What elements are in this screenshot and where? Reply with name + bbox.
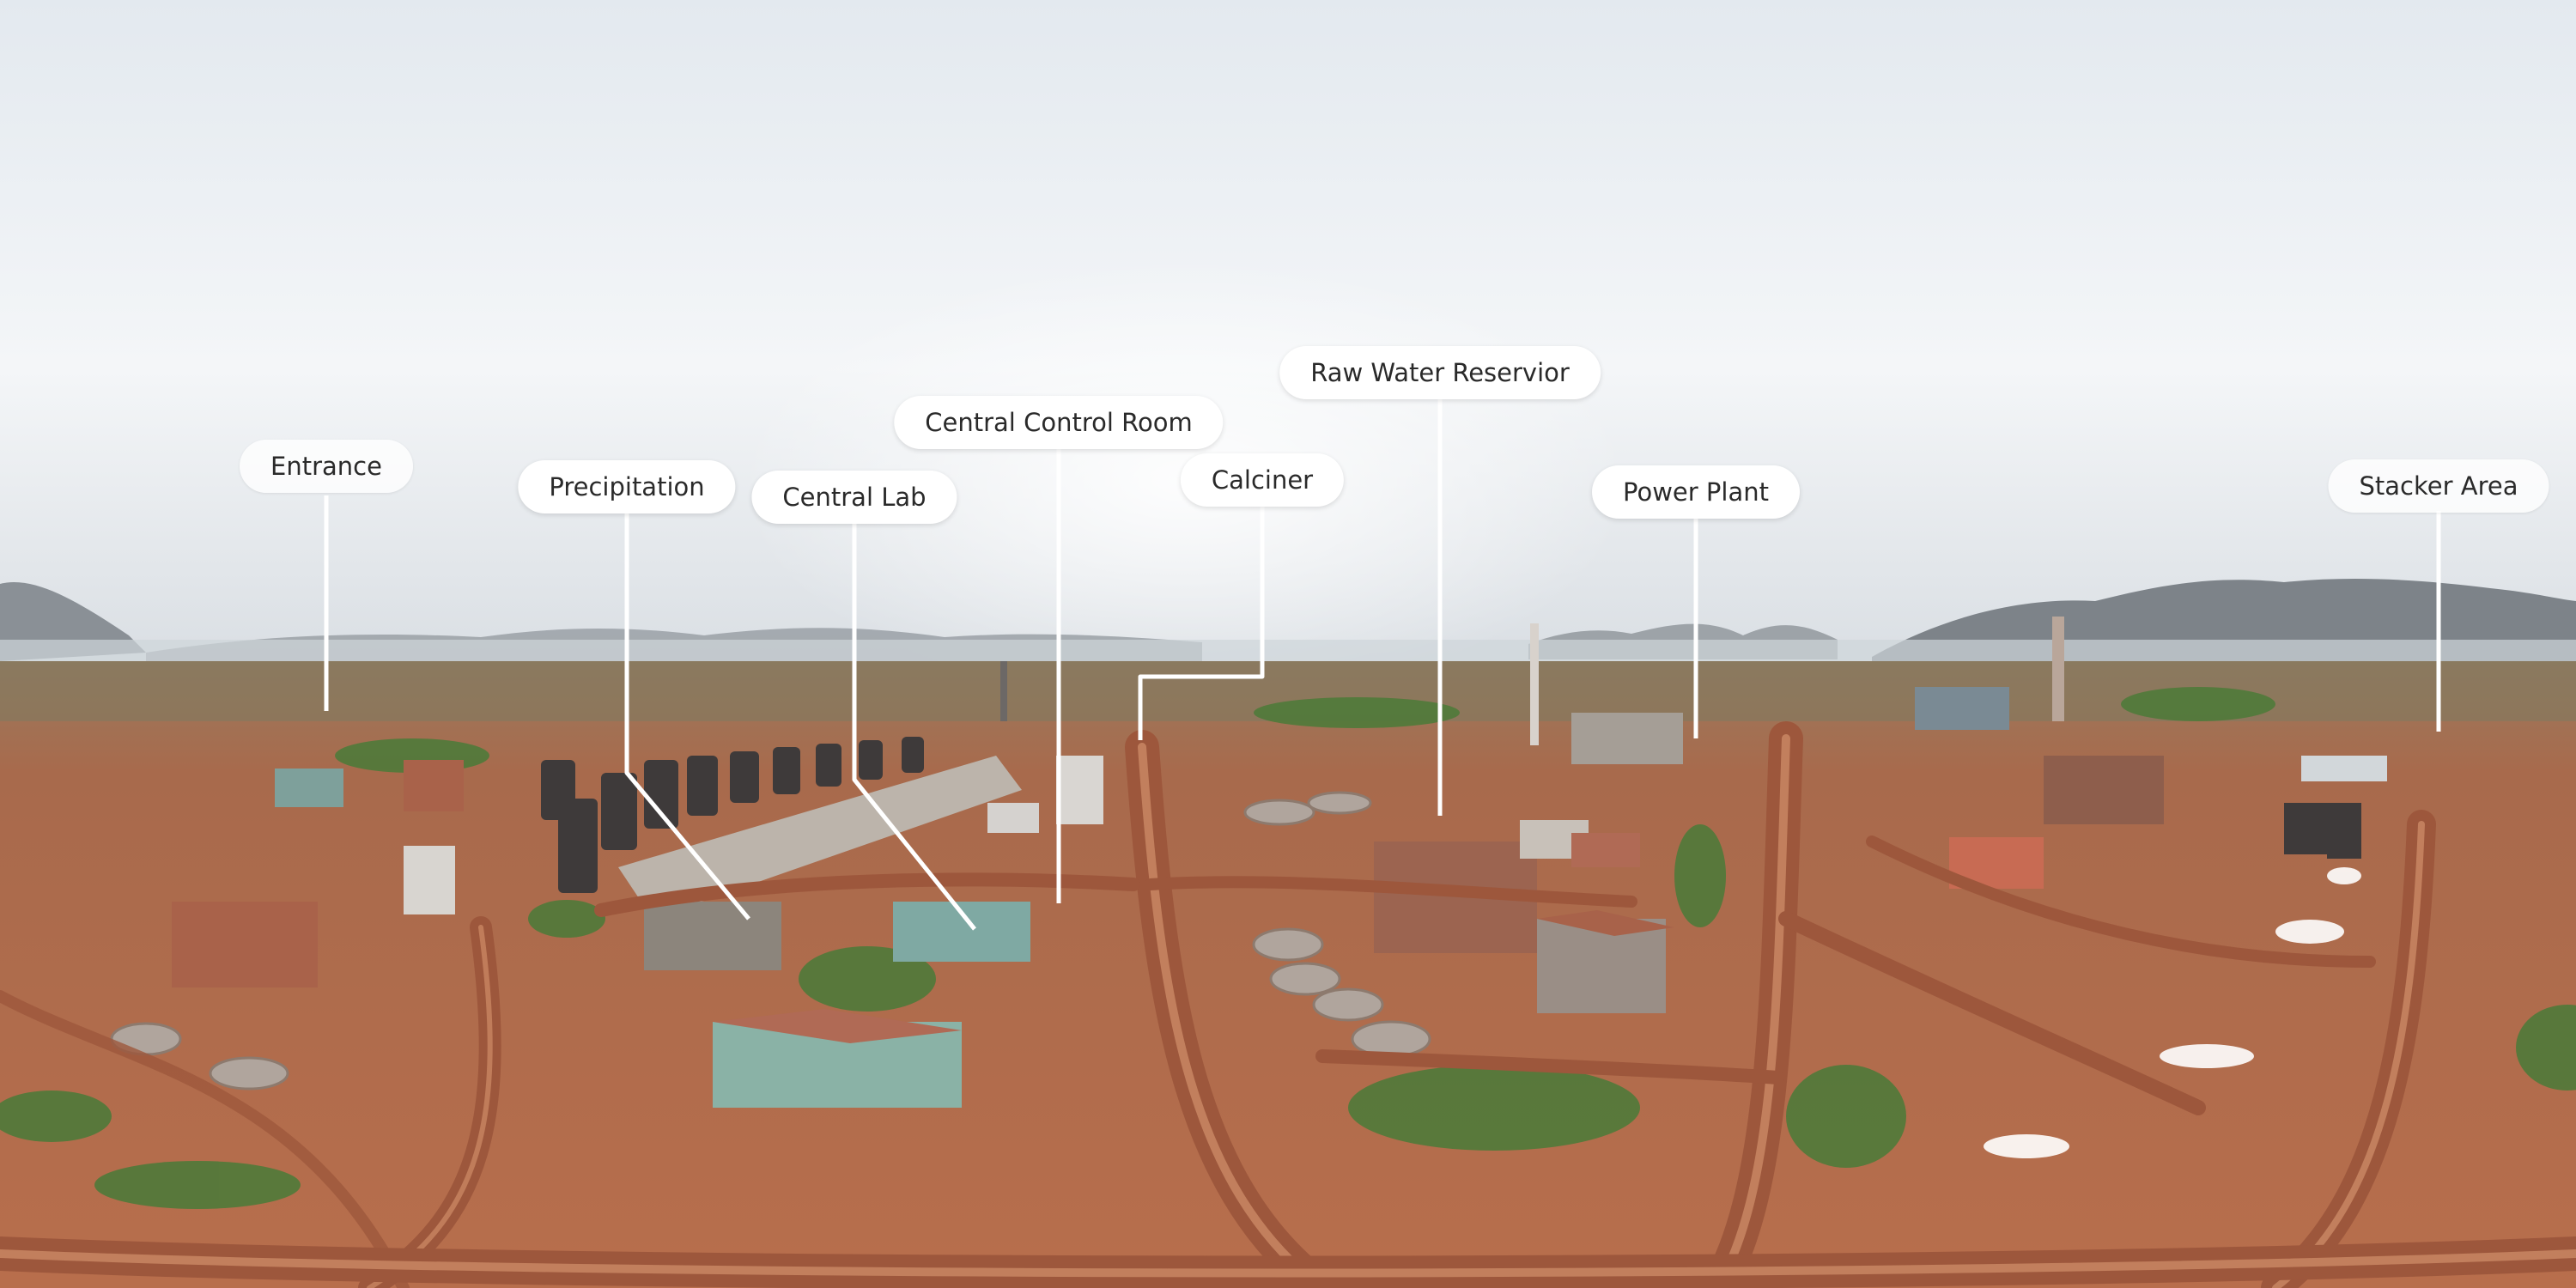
hotspot-stacker-area[interactable]: Stacker Area — [2328, 459, 2549, 513]
vegetation — [0, 687, 2576, 1209]
leader-lines — [324, 397, 2441, 931]
leader-line-central-lab — [852, 517, 976, 931]
hotspot-central-lab[interactable]: Central Lab — [751, 471, 957, 524]
hotspot-precipitation[interactable]: Precipitation — [518, 460, 736, 513]
clarifiers — [110, 791, 1431, 1091]
hotspot-entrance[interactable]: Entrance — [240, 440, 413, 493]
steam — [1984, 867, 2361, 1158]
leader-line-precipitation — [624, 507, 750, 920]
leader-line-calciner — [1138, 500, 1265, 740]
pipe-racks — [0, 721, 2576, 1288]
plant-structures — [172, 687, 2387, 1108]
tank-farm — [541, 737, 924, 893]
hotspot-raw-water-reservior[interactable]: Raw Water Reservior — [1279, 346, 1601, 399]
hotspot-central-control-room[interactable]: Central Control Room — [894, 396, 1224, 449]
hotspot-power-plant[interactable]: Power Plant — [1592, 465, 1800, 519]
chimney-left — [1000, 661, 1007, 721]
hotspot-calciner[interactable]: Calciner — [1180, 453, 1345, 507]
chimney-center — [1530, 623, 1539, 745]
chimney-right — [2052, 617, 2064, 721]
